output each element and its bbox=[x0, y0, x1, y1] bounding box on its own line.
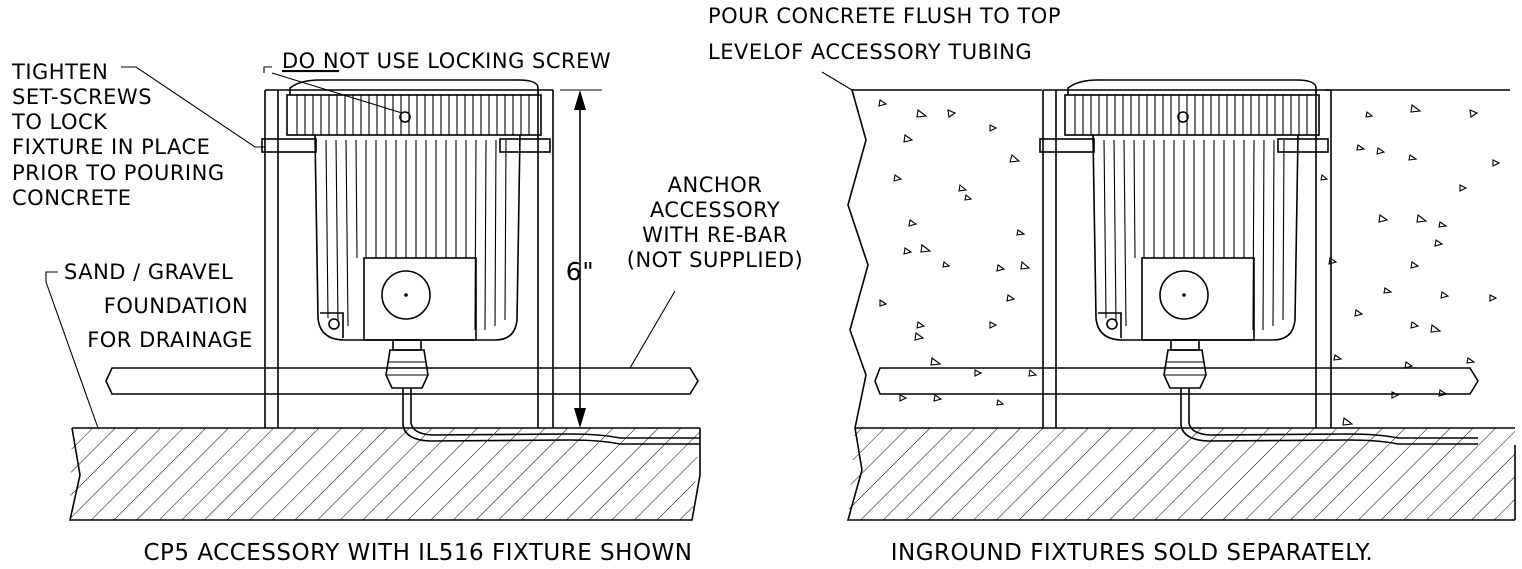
tighten-line-3: TO LOCK bbox=[11, 110, 108, 134]
do-not-underlined: DO N bbox=[282, 49, 339, 73]
left-assembly bbox=[69, 79, 701, 521]
tighten-line-4: FIXTURE IN PLACE bbox=[12, 135, 210, 159]
tighten-line-2: SET-SCREWS bbox=[12, 85, 152, 109]
right-labels: POUR CONCRETE FLUSH TO TOP LEVELOF ACCES… bbox=[708, 4, 1373, 566]
sand-line-2: FOUNDATION bbox=[104, 294, 248, 318]
sand-line-3: FOR DRAINAGE bbox=[87, 328, 253, 352]
sand-line-1: SAND / GRAVEL bbox=[64, 260, 233, 284]
anchor-line-2: ACCESSORY bbox=[650, 198, 780, 222]
pour-line-1: POUR CONCRETE FLUSH TO TOP bbox=[708, 4, 1061, 28]
right-caption: INGROUND FIXTURES SOLD SEPARATELY. bbox=[891, 540, 1373, 566]
concrete-aggregate bbox=[878, 99, 1501, 426]
do-not-use-locking-screw: DO NOT USE LOCKING SCREW bbox=[282, 49, 611, 73]
tighten-line-6: CONCRETE bbox=[12, 186, 132, 210]
tighten-line-5: PRIOR TO POURING bbox=[12, 161, 225, 185]
anchor-line-3: WITH RE-BAR bbox=[642, 223, 788, 247]
left-caption: CP5 ACCESSORY WITH IL516 FIXTURE SHOWN bbox=[143, 540, 692, 566]
left-leaders bbox=[45, 66, 676, 429]
tighten-line-1: TIGHTEN bbox=[11, 60, 108, 84]
anchor-line-1: ANCHOR bbox=[668, 173, 763, 197]
pour-line-2: LEVELOF ACCESSORY TUBING bbox=[708, 40, 1032, 64]
dimension-label: 6" bbox=[566, 257, 594, 286]
right-assembly bbox=[821, 71, 1516, 521]
do-not-rest: OT USE LOCKING SCREW bbox=[339, 49, 611, 73]
anchor-line-4: (NOT SUPPLIED) bbox=[627, 248, 804, 272]
left-labels: TIGHTEN SET-SCREWS TO LOCK FIXTURE IN PL… bbox=[11, 49, 803, 566]
